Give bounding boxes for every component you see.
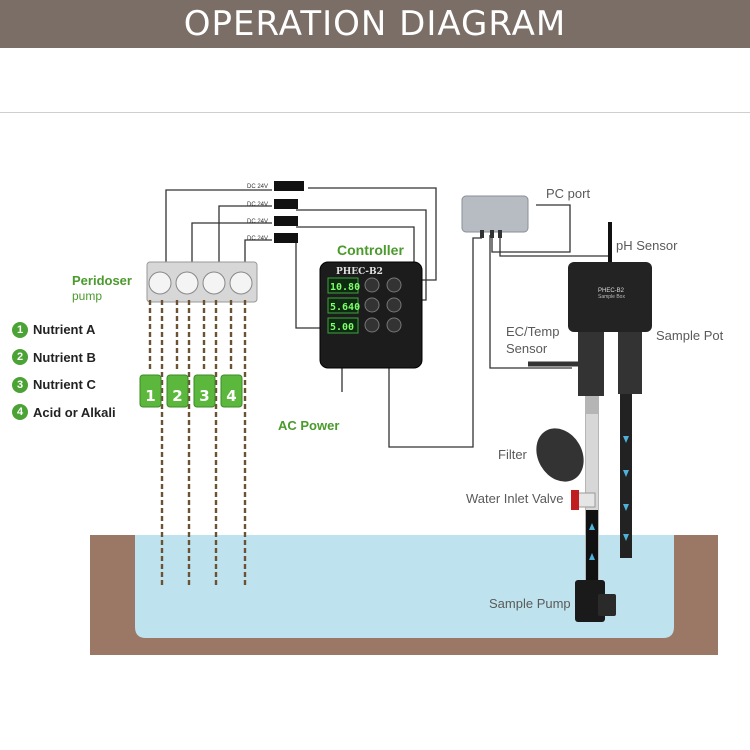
- controller-display-1: 10.80: [330, 282, 360, 293]
- header-bar: OPERATION DIAGRAM: [0, 0, 750, 48]
- divider: [0, 112, 750, 113]
- controller-display-2: 5.640: [330, 302, 360, 313]
- bottle-2-label: 2: [172, 387, 182, 405]
- legend-item: 1 Nutrient A: [12, 316, 116, 344]
- peridoser-pump: [146, 261, 258, 303]
- water-line: [536, 396, 599, 586]
- legend-badge: 4: [12, 404, 28, 421]
- dc-adapters: [274, 181, 304, 243]
- water-inlet-valve-label: Water Inlet Valve: [466, 491, 564, 506]
- dc-label-4: DC 24V: [247, 236, 268, 242]
- nutrient-legend: 1 Nutrient A 2 Nutrient B 3 Nutrient C 4…: [12, 316, 116, 426]
- page-title: OPERATION DIAGRAM: [183, 4, 567, 44]
- sample-pot-label: Sample Pot: [656, 328, 724, 343]
- peridoser-label-sub: pump: [72, 289, 103, 303]
- legend-text: Nutrient B: [33, 349, 96, 365]
- sample-pot-model: PHEC-B2: [598, 288, 625, 294]
- peridoser-label: Peridoser: [72, 273, 132, 288]
- controller-label: Controller: [337, 242, 404, 258]
- controller-unit: [319, 261, 423, 369]
- dc-label-1: DC 24V: [247, 184, 268, 190]
- legend-item: 4 Acid or Alkali: [12, 399, 116, 427]
- pc-port-hub: [461, 195, 529, 238]
- legend-badge: 1: [12, 321, 28, 338]
- ec-temp-label-sub: Sensor: [506, 341, 548, 356]
- ac-power-label: AC Power: [278, 418, 340, 433]
- controller-display-3: 5.00: [330, 322, 354, 333]
- legend-badge: 2: [12, 349, 28, 366]
- flow-arrows: [589, 436, 629, 560]
- legend-text: Nutrient C: [33, 377, 96, 393]
- bottle-4-label: 4: [226, 387, 236, 405]
- ph-sensor-label: pH Sensor: [616, 238, 678, 253]
- legend-item: 3 Nutrient C: [12, 371, 116, 399]
- dc-label-3: DC 24V: [247, 219, 268, 225]
- sample-pump-label: Sample Pump: [489, 596, 571, 611]
- ec-temp-label: EC/Temp: [506, 324, 560, 339]
- water-tank: [135, 535, 674, 638]
- legend-item: 2 Nutrient B: [12, 344, 116, 372]
- legend-text: Acid or Alkali: [33, 404, 116, 420]
- legend-badge: 3: [12, 376, 28, 393]
- bottle-3-label: 3: [199, 387, 209, 405]
- sample-pump: [575, 580, 616, 622]
- sample-pot-caption: Sample Box: [598, 294, 625, 300]
- pc-port-label: PC port: [546, 186, 591, 201]
- bottles: [139, 374, 243, 408]
- legend-text: Nutrient A: [33, 322, 96, 338]
- dc-label-2: DC 24V: [247, 202, 268, 208]
- bottle-1-label: 1: [145, 387, 155, 405]
- nutrient-tubes: [148, 300, 247, 585]
- sample-pot: [568, 262, 652, 558]
- filter-label: Filter: [498, 447, 527, 462]
- controller-model: PHEC-B2: [336, 267, 383, 277]
